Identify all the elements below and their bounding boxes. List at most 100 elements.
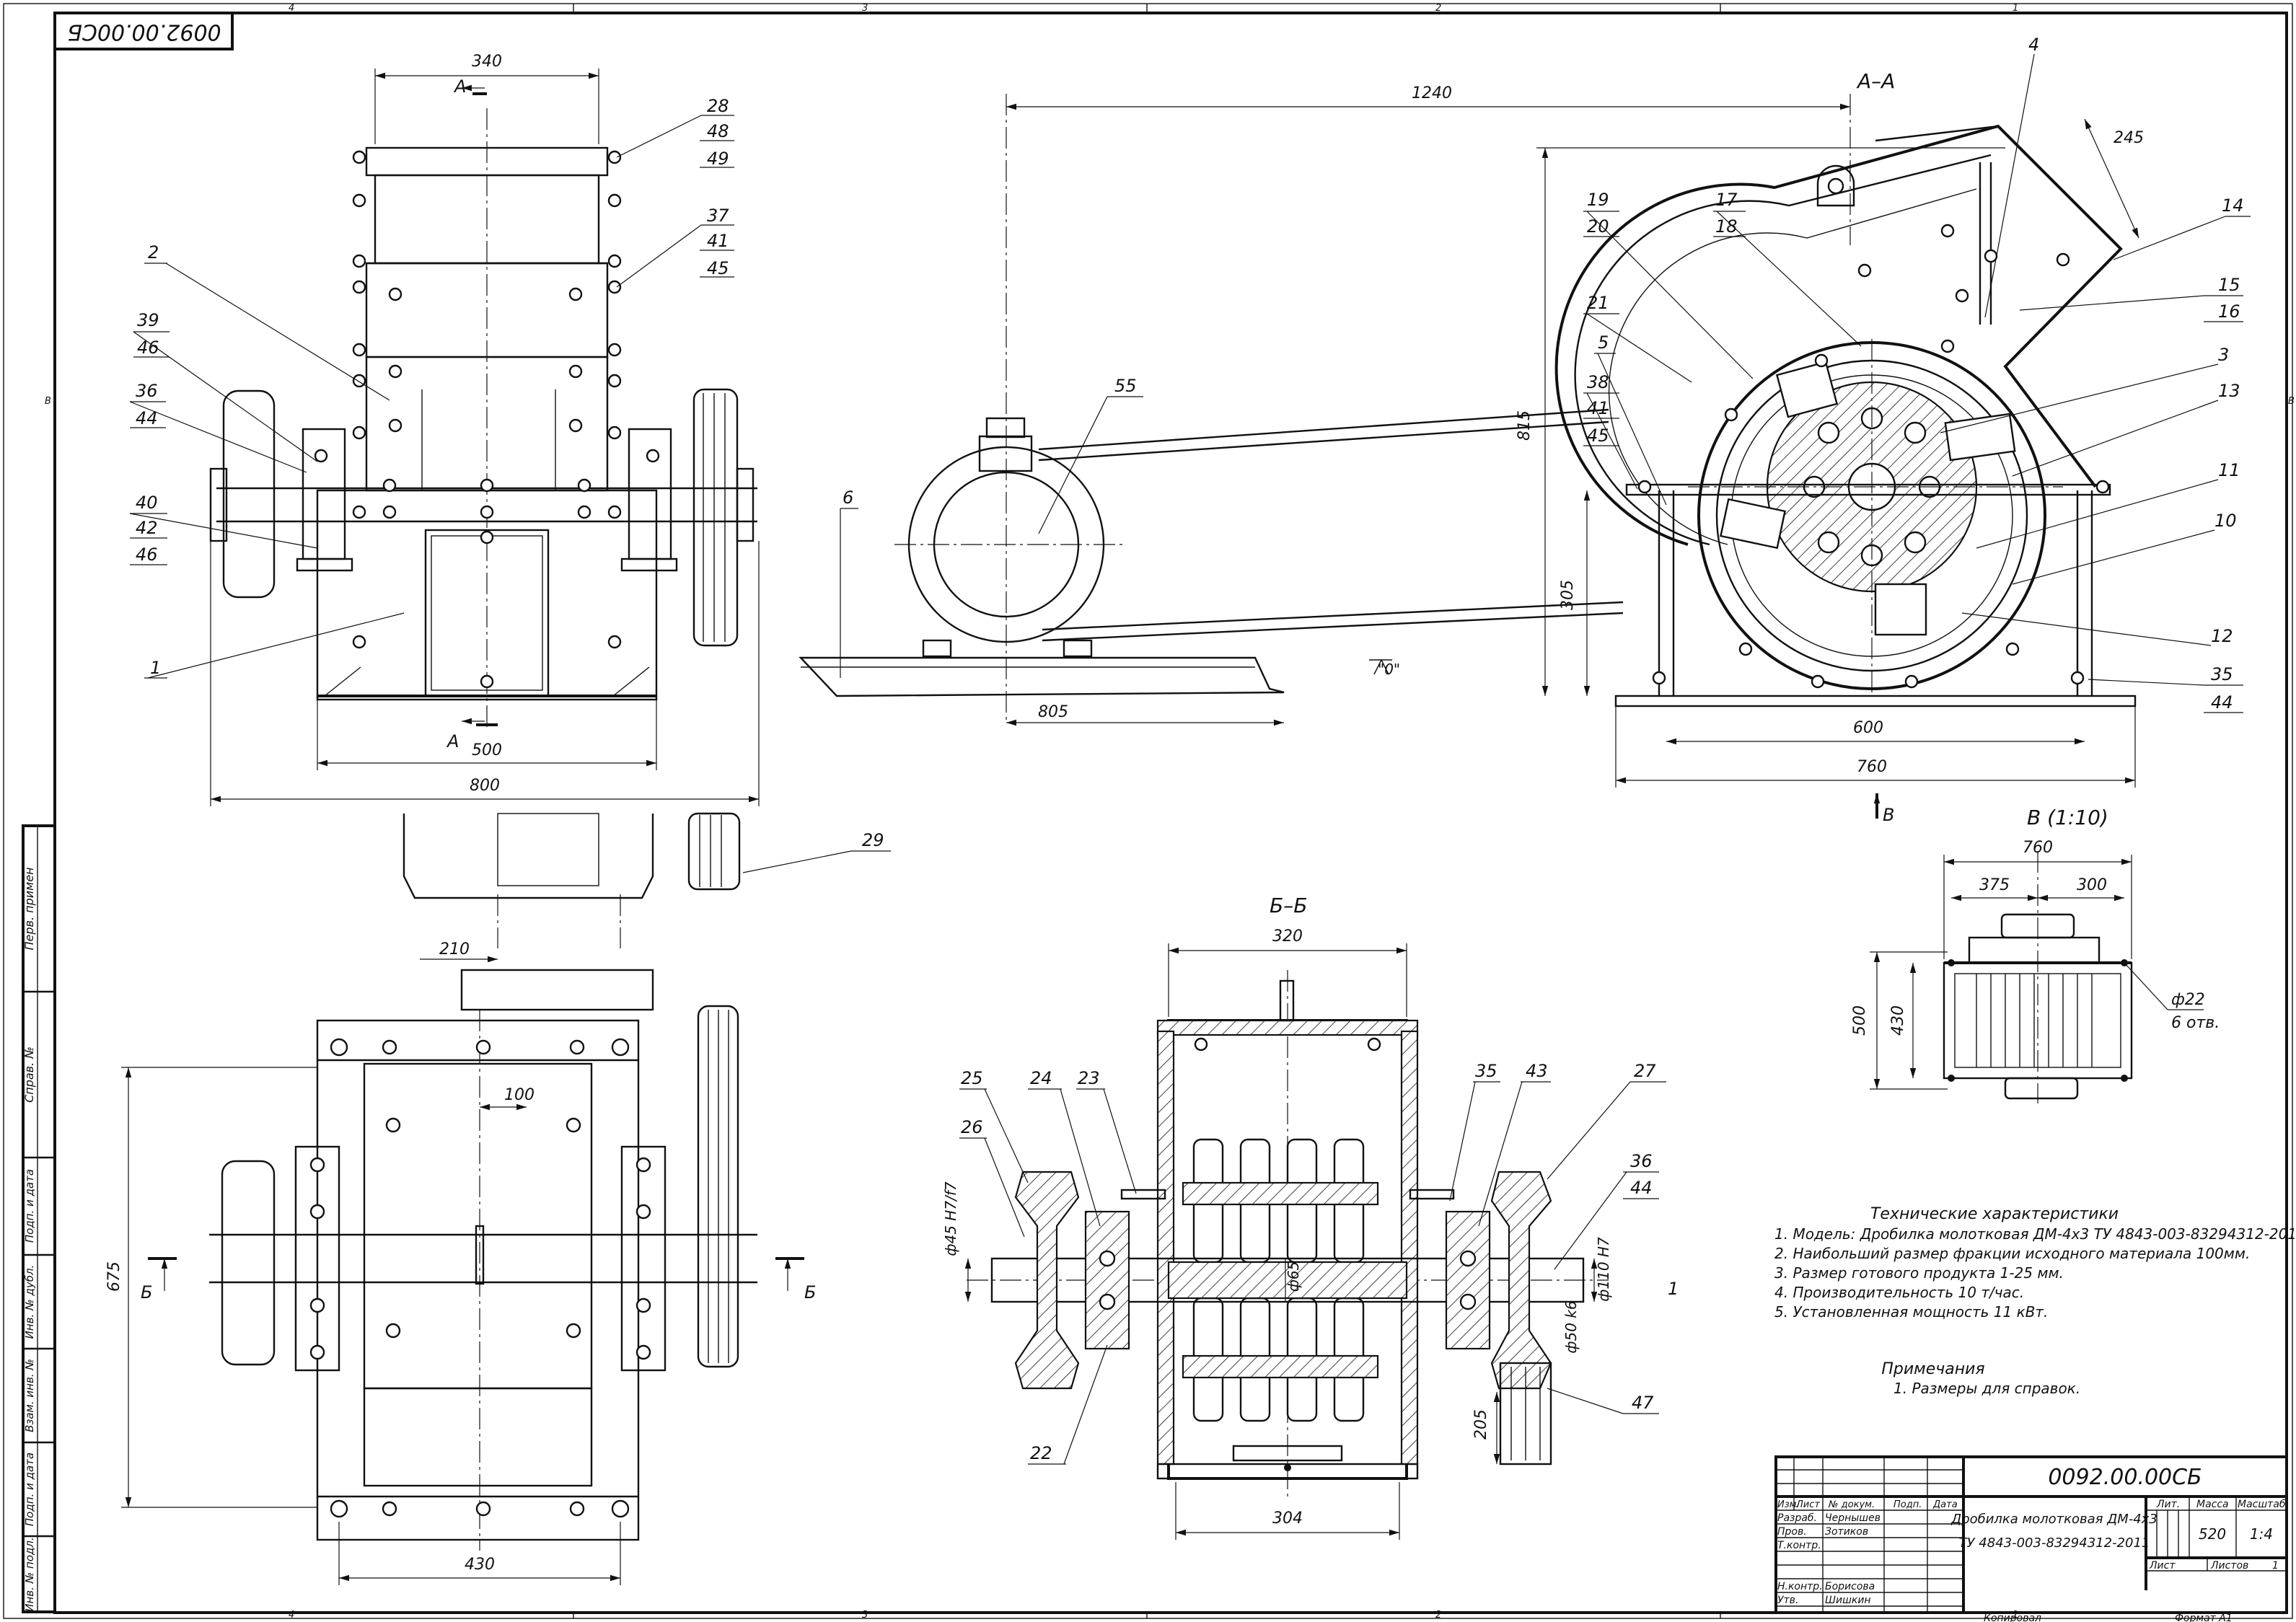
callout-17: 17 [1715, 190, 1738, 210]
callout-3: 3 [2218, 345, 2229, 365]
tb-role: Т.контр. [1777, 1540, 1821, 1551]
electric-motor [894, 94, 1125, 721]
dim-label: 304 [1272, 1509, 1303, 1528]
callout-43: 43 [1526, 1061, 1548, 1081]
dim-label: 815 [1516, 410, 1534, 441]
callout-36: 36 [136, 381, 158, 401]
title-block: Изм. Лист № докум. Подп. Дата Разраб. Пр… [1774, 1455, 2288, 1622]
callout-19: 19 [1587, 190, 1609, 210]
callout-35: 35 [1475, 1061, 1497, 1081]
callout-23: 23 [1078, 1068, 1100, 1088]
crusher-body [1554, 124, 2137, 708]
dim-label: 100 [504, 1086, 535, 1104]
fit-label: ф45 H7/f7 [942, 1181, 959, 1256]
dim-label: 1240 [1412, 84, 1452, 102]
technical-specs: Технические характеристики 1. Модель: Др… [1774, 1205, 2296, 1397]
callout-41: 41 [1587, 398, 1609, 418]
tb-person: Чернышев [1825, 1512, 1881, 1524]
front-callouts: 28 48 49 37 41 45 2 39 46 36 44 40 42 46 [129, 96, 734, 679]
callout-1: 1 [150, 658, 161, 678]
callout-48: 48 [707, 121, 729, 141]
hole-dim: ф22 [2171, 991, 2205, 1009]
view-v-grate [1976, 974, 2093, 1067]
callout-38: 38 [1587, 372, 1609, 392]
callout-18: 18 [1715, 216, 1738, 237]
callout-10: 10 [2214, 511, 2237, 531]
dim-label: 430 [465, 1556, 495, 1574]
tb-person: Шишкин [1825, 1595, 1871, 1606]
callout-45: 45 [1587, 426, 1609, 446]
tb-role: Разраб. [1777, 1512, 1817, 1524]
dim-label: 340 [472, 53, 502, 71]
tb-format: Формат А1 [2175, 1613, 2233, 1622]
section-mark: Б [804, 1282, 816, 1303]
dim-label: 500 [472, 741, 502, 759]
section-aa-callouts: 4 14 15 16 3 13 11 10 12 35 44 19 20 [840, 35, 2251, 713]
spec-line: 4. Производительность 10 т/час. [1774, 1284, 2024, 1301]
dim-label: 320 [1272, 927, 1303, 946]
tb-name-line1: Дробилка молотковая ДМ-4х3 [1950, 1512, 2158, 1527]
spec-line: 2. Наибольший размер фракции исходного м… [1774, 1245, 2250, 1262]
callout-42: 42 [136, 518, 158, 538]
callout-44: 44 [136, 408, 158, 428]
stamp-box-top: 0092.00.00СБ [53, 12, 234, 50]
callout-46: 46 [137, 338, 159, 358]
margin-label: Взам. инв. № [23, 1359, 36, 1432]
margin-label: Справ. № [22, 1046, 36, 1103]
zone-label-bottom: 3 [862, 1610, 868, 1621]
margin-label: Подп. и дата [23, 1169, 36, 1243]
dim-label: 430 [1889, 1005, 1907, 1036]
zone-label-bottom: 1 [2013, 1610, 2018, 1621]
dim-label: 600 [1853, 719, 1883, 737]
tb-person: Зотиков [1825, 1526, 1868, 1538]
view-v: В В (1:10) 760 375 300 [1851, 793, 2220, 1103]
callout-28: 28 [707, 96, 729, 116]
hole-count: 6 отв. [2171, 1014, 2220, 1032]
side-note: 1 [1668, 1279, 1679, 1299]
callout-44: 44 [2211, 692, 2233, 713]
section-mark: А [446, 731, 459, 752]
dim-label: 805 [1038, 703, 1068, 721]
dim-label: 375 [1979, 876, 2010, 894]
tb-role: Пров. [1777, 1526, 1807, 1538]
callout-29: 29 [862, 830, 884, 850]
spec-line: 1. Модель: Дробилка молотковая ДМ-4х3 ТУ… [1774, 1225, 2296, 1243]
callout-12: 12 [2211, 626, 2233, 646]
callout-41: 41 [707, 231, 729, 251]
tb-lit-label: Лит. [2156, 1499, 2180, 1510]
tb-col-header: Подп. [1893, 1499, 1922, 1510]
tb-scale: 1:4 [2250, 1525, 2273, 1543]
tb-mass: 520 [2199, 1525, 2226, 1543]
callout-35: 35 [2211, 664, 2233, 684]
notes-title: Примечания [1881, 1360, 1984, 1378]
margin-label: Перв. примен [22, 867, 36, 950]
tb-scale-label: Масштаб [2238, 1499, 2286, 1510]
callout-47: 47 [1632, 1393, 1654, 1413]
tb-col-header: № докум. [1828, 1499, 1875, 1510]
dim-label: 760 [1857, 758, 1887, 776]
section-aa-view: А–А [799, 35, 2251, 788]
spec-line: 5. Установленная мощность 11 кВт. [1774, 1303, 2048, 1321]
margin-label: Подп. и дата [23, 1453, 36, 1526]
callout-27: 27 [1634, 1061, 1656, 1081]
zone-letter-left: В [45, 396, 51, 407]
tb-designation: 0092.00.00СБ [2048, 1465, 2202, 1490]
margin-label: Инв. № дубл. [23, 1265, 36, 1339]
section-mark: А [453, 76, 466, 97]
view-title: В (1:10) [2027, 806, 2108, 829]
callout-6: 6 [843, 488, 853, 508]
callout-55: 55 [1114, 376, 1137, 396]
callout-39: 39 [137, 310, 159, 330]
callout-13: 13 [2218, 381, 2240, 401]
level-mark: "0" [1378, 661, 1400, 678]
margin-label: Инв. № подл. [23, 1537, 36, 1611]
callout-25: 25 [961, 1068, 983, 1088]
section-bb-callouts: 25 26 24 23 22 35 43 27 36 44 47 [959, 1061, 1666, 1465]
zone-label-top: 1 [2013, 3, 2018, 14]
dim-label: 675 [105, 1261, 123, 1292]
specs-title: Технические характеристики [1870, 1205, 2119, 1223]
view-title: Б–Б [1270, 894, 1307, 917]
spec-line: 3. Размер готового продукта 1-25 мм. [1774, 1264, 2064, 1282]
callout-11: 11 [2218, 460, 2240, 480]
